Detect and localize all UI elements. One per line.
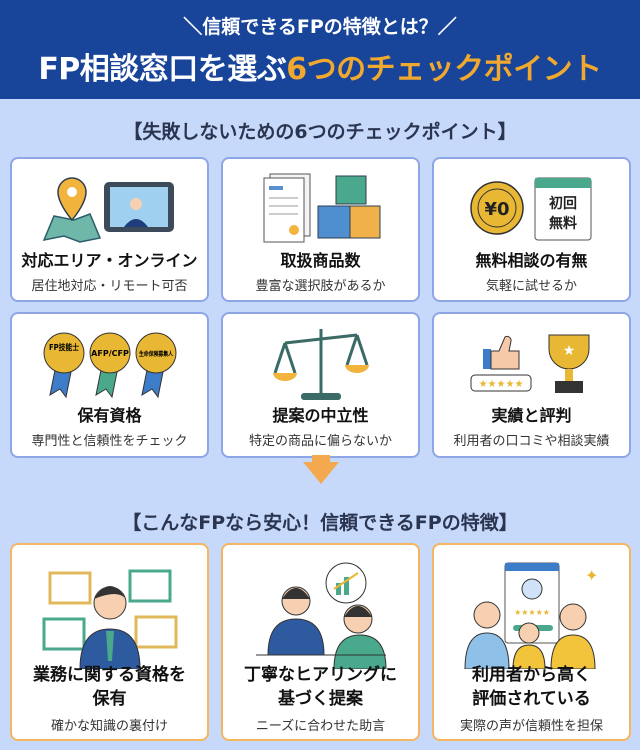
medal-text: AFP/CFP bbox=[91, 349, 129, 358]
checkpoint-card: FP技能士 AFP/CFP 生命保険募集人 保有資格 専門性と信頼性をチェック bbox=[10, 312, 209, 458]
map-pin-tablet-icon bbox=[12, 167, 207, 249]
checkpoint-desc: 利用者の口コミや相談実績 bbox=[453, 434, 610, 449]
feature-title-line: 利用者から高く bbox=[472, 665, 591, 685]
checkpoint-card: 対応エリア・オンライン 居住地対応・リモート可否 bbox=[10, 157, 209, 302]
thumbs-up-trophy-icon: ★★★★★★ bbox=[434, 322, 629, 404]
header-title: FP相談窓口を選ぶ6つのチェックポイント bbox=[0, 44, 640, 88]
checkpoint-title: 保有資格 bbox=[77, 406, 142, 425]
checkpoint-title: 提案の中立性 bbox=[272, 406, 369, 425]
feature-title-line: 業務に関する資格を bbox=[33, 665, 186, 685]
feature-card: 業務に関する資格を保有 確かな知識の裏付け bbox=[10, 543, 209, 741]
medal-text: 生命保険募集人 bbox=[139, 350, 174, 358]
scale-icon bbox=[223, 322, 418, 404]
calendar-text: 無料 bbox=[549, 215, 577, 232]
family-review-icon: ★★★★★ ✦ bbox=[434, 555, 629, 673]
feature-desc: 確かな知識の裏付け bbox=[50, 719, 168, 734]
feature-card: 丁寧なヒアリングに基づく提案 ニーズに合わせた助言 bbox=[221, 543, 420, 741]
feature-title-line: 丁寧なヒアリングに bbox=[244, 665, 397, 685]
down-arrow-icon bbox=[312, 455, 330, 465]
feature-title: 利用者から高く評価されている bbox=[434, 663, 629, 711]
feature-title: 丁寧なヒアリングに基づく提案 bbox=[223, 663, 418, 711]
checkpoint-card: ★★★★★★ 実績と評判 利用者の口コミや相談実績 bbox=[432, 312, 631, 458]
checkpoint-desc: 豊富な選択肢があるか bbox=[255, 279, 386, 294]
feature-title: 業務に関する資格を保有 bbox=[12, 663, 207, 711]
checkpoint-title: 実績と評判 bbox=[491, 406, 572, 425]
checkpoint-card: 取扱商品数 豊富な選択肢があるか bbox=[221, 157, 420, 302]
checkpoint-title: 無料相談の有無 bbox=[475, 251, 588, 270]
coin-text: ¥0 bbox=[484, 199, 509, 220]
header-banner: ＼信頼できるFPの特徴とは？／ FP相談窓口を選ぶ6つのチェックポイント bbox=[0, 0, 640, 99]
medal-icon: FP技能士 AFP/CFP 生命保険募集人 bbox=[12, 322, 207, 404]
feature-desc: ニーズに合わせた助言 bbox=[255, 719, 386, 734]
feature-title-line: 基づく提案 bbox=[278, 689, 363, 709]
title-accent: 6つのチェックポイント bbox=[286, 52, 602, 87]
checkpoint-desc: 居住地対応・リモート可否 bbox=[31, 279, 188, 294]
down-arrow-icon bbox=[303, 462, 339, 484]
calendar-text: 初回 bbox=[549, 195, 577, 212]
svg-text:✦: ✦ bbox=[585, 566, 598, 585]
medal-text: FP技能士 bbox=[49, 342, 79, 352]
checkpoint-title: 対応エリア・オンライン bbox=[21, 251, 198, 270]
header-subtitle: ＼信頼できるFPの特徴とは？／ bbox=[183, 16, 457, 38]
coin-calendar-icon: ¥0 初回無料 bbox=[434, 167, 629, 249]
section-title-checkpoints: 【失敗しないための6つのチェックポイント】 bbox=[123, 121, 517, 143]
checkpoint-title: 取扱商品数 bbox=[280, 251, 361, 270]
feature-desc: 実際の声が信頼性を担保 bbox=[459, 719, 603, 734]
title-main: FP相談窓口を選ぶ bbox=[38, 52, 287, 87]
checkpoint-desc: 特定の商品に偏らないか bbox=[248, 434, 392, 449]
feature-card: ★★★★★ ✦ 利用者から高く評価されている 実際の声が信頼性を担保 bbox=[432, 543, 631, 741]
svg-text:★★★★★: ★★★★★ bbox=[514, 608, 550, 617]
svg-text:★: ★ bbox=[562, 343, 575, 359]
documents-boxes-icon bbox=[223, 167, 418, 249]
svg-text:★★★★★: ★★★★★ bbox=[478, 379, 523, 390]
certified-advisor-icon bbox=[12, 555, 207, 673]
feature-title-line: 保有 bbox=[92, 689, 127, 709]
section-title-features: 【こんなFPなら安心！信頼できるFPの特徴】 bbox=[122, 512, 518, 534]
feature-title-line: 評価されている bbox=[472, 689, 591, 709]
checkpoint-desc: 専門性と信頼性をチェック bbox=[31, 434, 188, 449]
checkpoint-card: ¥0 初回無料 無料相談の有無 気軽に試せるか bbox=[432, 157, 631, 302]
checkpoint-desc: 気軽に試せるか bbox=[485, 279, 577, 294]
checkpoint-card: 提案の中立性 特定の商品に偏らないか bbox=[221, 312, 420, 458]
consultation-icon bbox=[223, 555, 418, 673]
